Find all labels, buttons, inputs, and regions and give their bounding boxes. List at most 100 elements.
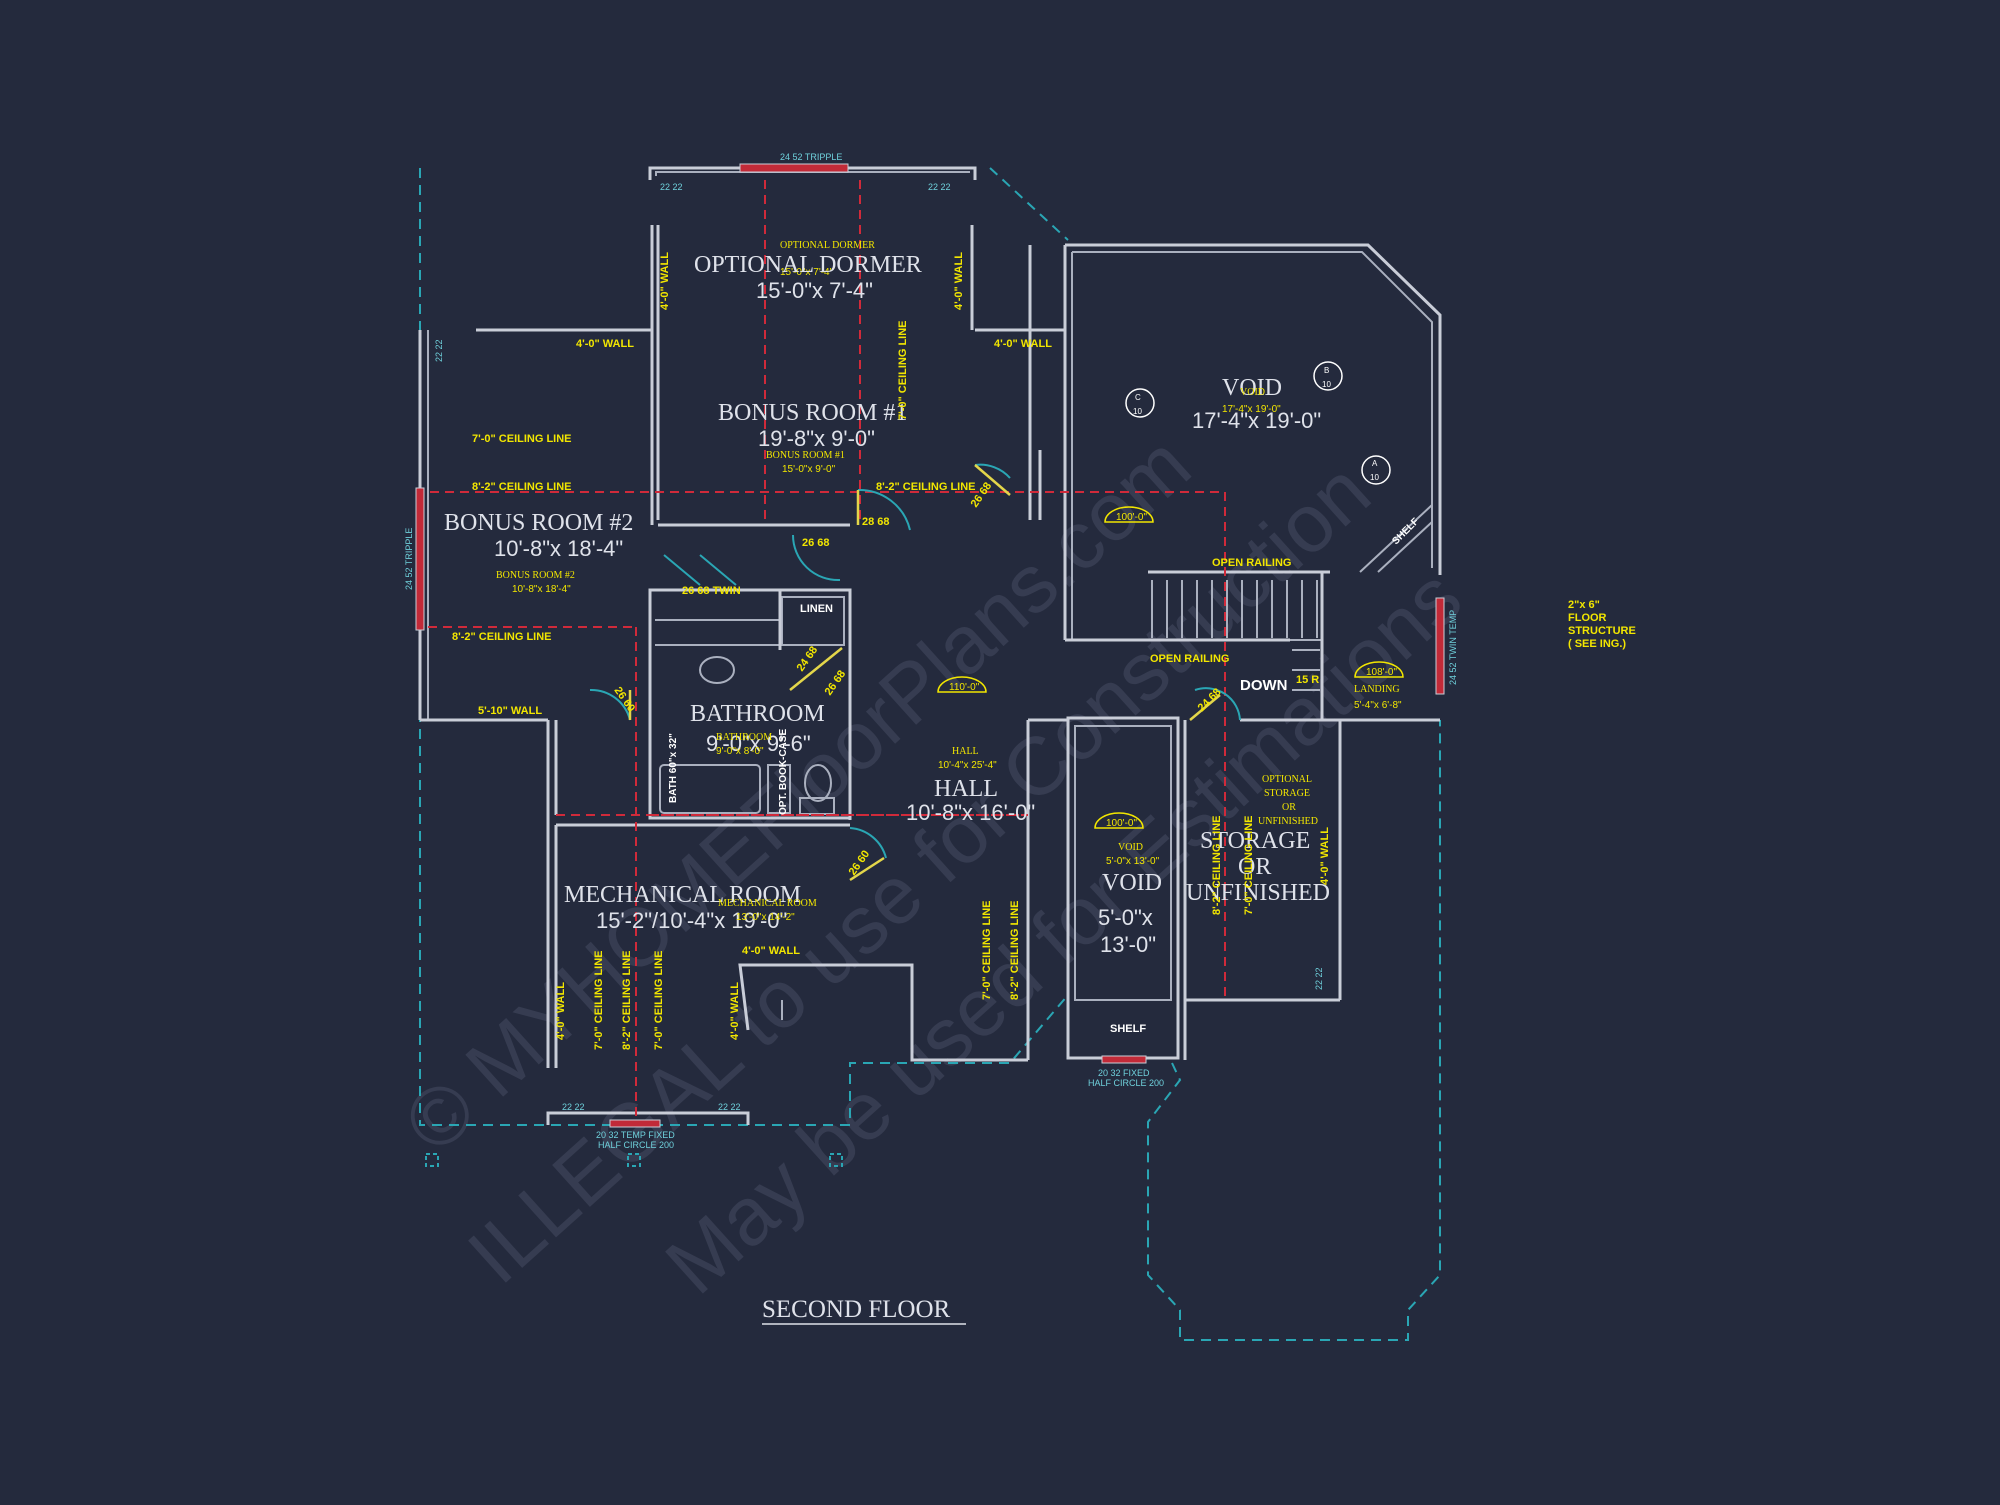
wall-annotations: 4'-0" WALL 4'-0" WALL 4'-0" WALL 5'-10" …: [452, 252, 1636, 1050]
window-tag-small-6: 22 22: [1314, 967, 1324, 990]
door-tag-bonus1: 28 68: [862, 516, 890, 528]
void-small-dim-1: 5'-0"x: [1098, 905, 1153, 930]
bathroom-tag-title: BATHROOM: [716, 732, 772, 743]
roof-outline: [419, 167, 1441, 1341]
storage-title-1: STORAGE: [1200, 828, 1310, 854]
bonus1-title: BONUS ROOM #1: [718, 400, 907, 426]
section-markers: C 10 B 10 A 10: [1125, 361, 1391, 485]
drawing-title-block: SECOND FLOOR: [762, 1296, 966, 1325]
storage-tag-4: UNFINISHED: [1258, 816, 1318, 827]
arch-tag-void: 100'-0": [1116, 512, 1147, 523]
door-tag-linen-hall: 26 68: [802, 537, 830, 549]
mechanical-tag-dim: 13'-0"x 14'-2": [736, 912, 795, 923]
window-tags: 24 52 TRIPPLE 24 52 TRIPPLE 24 52 TWIN T…: [404, 152, 1458, 1150]
doors: [589, 463, 1241, 882]
storage-tag-3: OR: [1282, 802, 1296, 813]
note-ceil-7-mech-2: 7'-0" CEILING LINE: [653, 950, 665, 1050]
note-ceil-7-bonus1: 7'-0" CEILING LINE: [897, 320, 909, 420]
stair-riser-count: 15 R: [1296, 674, 1319, 686]
drawing-title: SECOND FLOOR: [762, 1296, 951, 1323]
arch-tag-hall: 110'-0": [949, 682, 980, 693]
note-ceil-7-mech-1: 7'-0" CEILING LINE: [593, 950, 605, 1050]
note-open-railing-top: OPEN RAILING: [1212, 557, 1291, 569]
section-a-number: 10: [1370, 473, 1379, 482]
note-wall-dormer-right: 4'-0" WALL: [953, 252, 965, 310]
ceiling-lines: [428, 180, 1226, 1120]
dormer-title: OPTIONAL DORMER: [694, 252, 922, 278]
window-tag-small-3: 22 22: [562, 1102, 585, 1112]
note-wall-5-10: 5'-10" WALL: [478, 705, 542, 717]
linen-label: LINEN: [800, 603, 833, 615]
door-tag-bonus2: 26 60: [612, 685, 638, 714]
window-tag-small-1: 22 22: [660, 182, 683, 192]
walls: [418, 166, 1442, 1125]
landing-dim: 5'-4"x 6'-8": [1354, 700, 1402, 711]
window-tag-bottom-left-1: 20 32 TEMP FIXED: [596, 1130, 675, 1140]
mechanical-tag-title: MECHANICAL ROOM: [718, 898, 817, 909]
hall-tag-dim: 10'-4"x 25'-4": [938, 760, 997, 771]
note-ceil-7-hall: 7'-0" CEILING LINE: [981, 900, 993, 1000]
note-ceil-8-hall: 8'-2" CEILING LINE: [876, 481, 976, 493]
note-ceil-8-hall-vertical: 8'-2" CEILING LINE: [1009, 900, 1021, 1000]
storage-title-3: UNFINISHED: [1186, 880, 1330, 906]
arch-tags: 100'-0" 110'-0" 100'-0" 108'-0": [937, 506, 1404, 829]
void-title: VOID: [1222, 375, 1282, 401]
window-tag-right: 24 52 TWIN TEMP: [1448, 610, 1458, 685]
arch-tag-void-small: 100'-0": [1106, 818, 1137, 829]
note-wall-mech-left: 4'-0" WALL: [555, 982, 567, 1040]
window-tag-top: 24 52 TRIPPLE: [780, 152, 842, 162]
floor-structure-3: STRUCTURE: [1568, 625, 1636, 637]
mechanical-title: MECHANICAL ROOM: [564, 882, 801, 908]
note-wall-mech: 4'-0" WALL: [742, 945, 800, 957]
bonus2-tag-title: BONUS ROOM #2: [496, 570, 575, 581]
landing-title: LANDING: [1354, 684, 1400, 695]
storage-tag-2: STORAGE: [1264, 788, 1310, 799]
void-small-title: VOID: [1102, 870, 1162, 896]
watermark: © MYHOMEFloorPlans.com ILLEGAL to use fo…: [387, 419, 1478, 1312]
dormer-dim: 15'-0"x 7'-4": [756, 278, 873, 303]
void-small-tag-title: VOID: [1118, 842, 1143, 853]
window-tag-bottom-mid-2: HALF CIRCLE 200: [1088, 1078, 1164, 1088]
storage-tag-1: OPTIONAL: [1262, 774, 1312, 785]
bonus2-dim: 10'-8"x 18'-4": [494, 536, 623, 561]
bath-tub-label: BATH 60"x 32": [668, 733, 679, 803]
note-wall-bonus2: 4'-0" WALL: [576, 338, 634, 350]
void-shelf-label: SHELF: [1390, 516, 1421, 547]
dormer-tag-dim: 15'-0"x 7'-4": [780, 267, 834, 278]
mechanical-dim: 15'-2"/10'-4"x 19'-0": [596, 908, 787, 933]
void-small-dim-2: 13'-0": [1100, 932, 1156, 957]
window-tag-small-5: 22 22: [434, 339, 444, 362]
note-ceil-7-storage: 7'-0" CEILING LINE: [1243, 815, 1255, 915]
window-tag-bottom-left-2: HALF CIRCLE 200: [598, 1140, 674, 1150]
window-tag-small-2: 22 22: [928, 182, 951, 192]
bonus2-tag-dim: 10'-8"x 18'-4": [512, 584, 571, 595]
void-tag-title: VOID: [1240, 387, 1265, 398]
section-c-number: 10: [1133, 407, 1142, 416]
window-tag-bottom-mid-1: 20 32 FIXED: [1098, 1068, 1150, 1078]
windows: [415, 163, 1445, 1128]
note-wall-storage: 4'-0" WALL: [1319, 827, 1331, 885]
hall-title: HALL: [934, 776, 998, 802]
section-b-letter: B: [1324, 366, 1329, 375]
note-ceil-8-bonus2-top: 8'-2" CEILING LINE: [472, 481, 572, 493]
window-tag-left: 24 52 TRIPPLE: [404, 528, 414, 590]
floor-structure-1: 2"x 6": [1568, 599, 1600, 611]
shelf-label: SHELF: [1110, 1023, 1146, 1035]
floor-structure-2: FLOOR: [1568, 612, 1607, 624]
dormer-tag-title: OPTIONAL DORMER: [780, 240, 875, 251]
door-tag-twin: 26 68 TWIN: [682, 585, 741, 597]
window-tag-small-4: 22 22: [718, 1102, 741, 1112]
bathroom-title: BATHROOM: [690, 701, 825, 727]
stair-treads: [1151, 580, 1320, 691]
room-labels: OPTIONAL DORMER 15'-0"x 7'-4" OPTIONAL D…: [444, 240, 1402, 957]
bathroom-tag-dim: 9'-0"x 8'-0": [716, 746, 764, 757]
section-a-letter: A: [1372, 459, 1378, 468]
void-tag-dim: 17'-4"x 19'-0": [1222, 404, 1281, 415]
void-dim: 17'-4"x 19'-0": [1192, 408, 1321, 433]
note-ceil-8-mech: 8'-2" CEILING LINE: [621, 950, 633, 1050]
storage-title-2: OR: [1238, 854, 1271, 880]
bonus1-tag-dim: 15'-0"x 9'-0": [782, 464, 836, 475]
note-open-railing-bottom: OPEN RAILING: [1150, 653, 1229, 665]
